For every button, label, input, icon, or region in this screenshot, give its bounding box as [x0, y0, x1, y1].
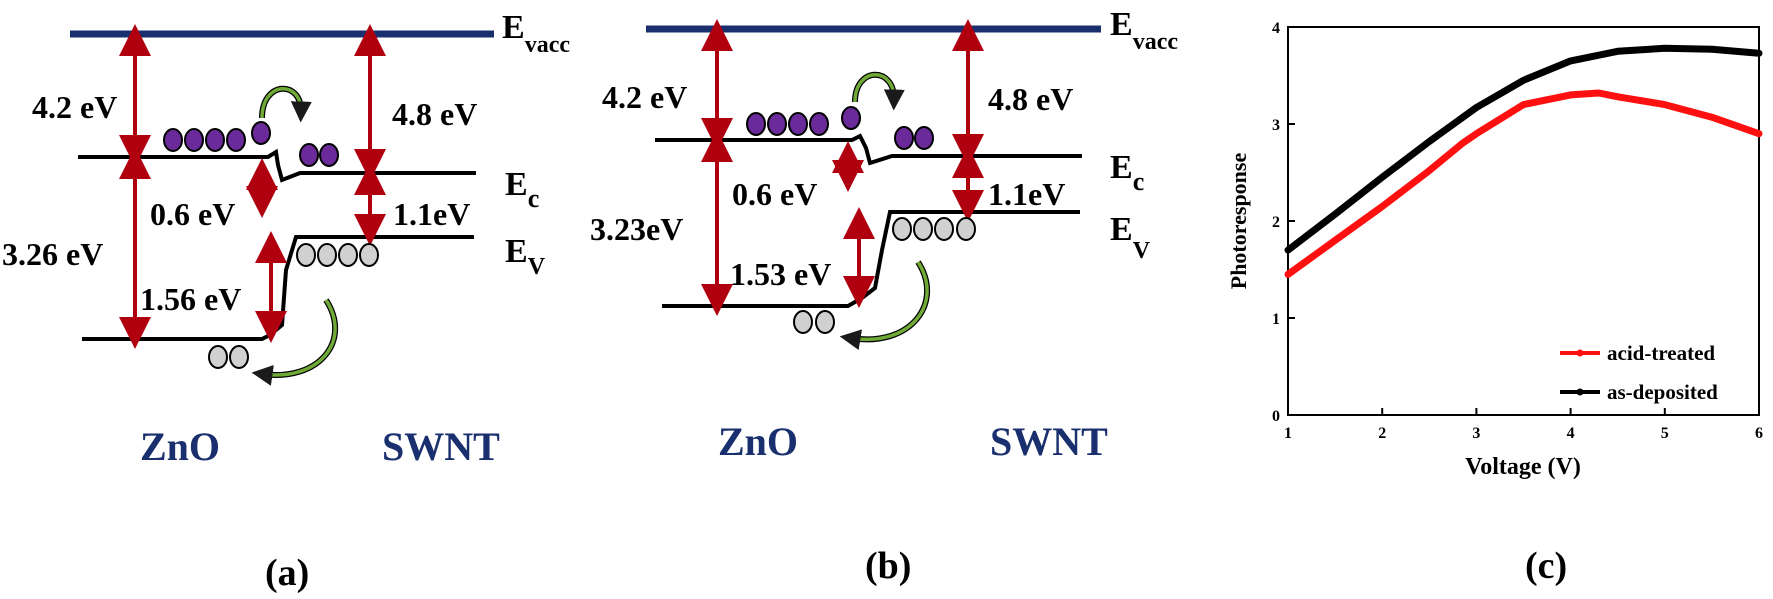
hole-transfer-curl-icon-fill	[251, 299, 337, 386]
electron-transfer-curl-icon-fill	[260, 87, 312, 123]
swnt-valence-band	[662, 210, 1080, 308]
series-group	[1284, 44, 1763, 278]
swnt-holes	[296, 243, 379, 267]
ev-label: EV	[1110, 211, 1151, 264]
legend-marker-acid-treated	[1576, 349, 1584, 357]
label-swnt-gap: 1.1eV	[988, 176, 1065, 212]
data-point-acid-treated	[1473, 130, 1480, 137]
legend-marker-as-deposited	[1576, 388, 1584, 396]
data-point-acid-treated	[1379, 203, 1386, 210]
material-zno: ZnO	[140, 424, 220, 469]
hole-transfer-curl-icon	[849, 260, 931, 343]
data-point-acid-treated	[1459, 140, 1466, 147]
caption-c: (c)	[1525, 545, 1567, 587]
y-tick-label: 3	[1272, 117, 1280, 134]
caption-a: (a)	[265, 552, 309, 594]
label-cb-offset: 0.6 eV	[732, 176, 817, 212]
panel-b-band-diagram: Evacc 4.2 eV 4.8 eV 0.6 eV 1.1	[590, 6, 1178, 587]
hole-transfer-curl-icon-fill	[839, 261, 929, 351]
ec-label: Ec	[1110, 149, 1144, 196]
label-zno-bandgap: 3.26 eV	[2, 236, 103, 272]
data-point-as-deposited	[1285, 247, 1291, 254]
material-swnt: SWNT	[382, 424, 500, 469]
zno-holes	[793, 310, 835, 334]
x-tick-label: 2	[1378, 425, 1386, 442]
data-point-acid-treated	[1285, 271, 1291, 278]
swnt-electrons	[299, 143, 339, 167]
caption-b: (b)	[865, 545, 911, 587]
data-point-acid-treated	[1332, 237, 1339, 244]
data-point-acid-treated	[1567, 91, 1574, 98]
x-axis-title: Voltage (V)	[1465, 454, 1581, 480]
x-tick-label: 4	[1567, 425, 1575, 442]
data-point-as-deposited	[1708, 46, 1715, 53]
label-zno-electron-affinity: 4.2 eV	[32, 89, 117, 125]
x-ticks: 1 2 3 4 5 6	[1284, 408, 1763, 442]
data-point-as-deposited	[1379, 174, 1386, 181]
zno-conduction-band	[78, 148, 476, 183]
data-point-as-deposited	[1520, 77, 1527, 84]
data-point-as-deposited	[1473, 104, 1480, 111]
y-axis-title: Photoresponse	[1226, 153, 1251, 290]
data-point-as-deposited	[1661, 45, 1668, 52]
y-tick-label: 2	[1272, 214, 1280, 231]
data-point-as-deposited	[1332, 211, 1339, 218]
swnt-holes	[892, 217, 976, 241]
legend-label-as-deposited: as-deposited	[1607, 380, 1718, 404]
data-point-as-deposited	[1426, 138, 1433, 145]
label-vb-offset: 1.53 eV	[730, 256, 831, 292]
data-point-as-deposited	[1756, 50, 1762, 57]
material-swnt: SWNT	[990, 419, 1108, 464]
material-zno: ZnO	[718, 419, 798, 464]
electron-transfer-curl-icon-fill	[853, 73, 905, 111]
evacc-label: Evacc	[1110, 6, 1178, 55]
data-point-acid-treated	[1595, 89, 1602, 96]
label-swnt-gap: 1.1eV	[393, 196, 470, 232]
label-zno-bandgap: 3.23eV	[590, 211, 683, 247]
swnt-electrons	[894, 126, 934, 150]
label-zno-electron-affinity: 4.2 eV	[602, 79, 687, 115]
data-point-acid-treated	[1756, 130, 1762, 137]
label-swnt-work-function: 4.8 eV	[988, 81, 1073, 117]
x-tick-label: 1	[1284, 425, 1292, 442]
legend: acid-treated as-deposited	[1560, 341, 1718, 404]
series-line-acid-treated	[1284, 89, 1763, 278]
legend-item-acid-treated: acid-treated	[1560, 341, 1715, 365]
y-ticks: 0 1 2 3 4	[1272, 20, 1295, 425]
zno-electrons	[746, 106, 861, 136]
x-tick-label: 5	[1661, 425, 1669, 442]
data-point-acid-treated	[1520, 101, 1527, 108]
x-tick-label: 3	[1472, 425, 1480, 442]
zno-conduction-band	[655, 133, 1082, 166]
y-tick-label: 1	[1272, 311, 1280, 328]
legend-item-as-deposited: as-deposited	[1560, 380, 1718, 404]
data-point-acid-treated	[1708, 114, 1715, 121]
data-point-acid-treated	[1614, 93, 1621, 100]
data-point-as-deposited	[1567, 57, 1574, 64]
zno-electrons	[163, 121, 271, 152]
label-vb-offset: 1.56 eV	[140, 281, 241, 317]
legend-label-acid-treated: acid-treated	[1607, 341, 1715, 365]
label-swnt-work-function: 4.8 eV	[392, 96, 477, 132]
data-point-as-deposited	[1614, 48, 1621, 55]
x-tick-label: 6	[1755, 425, 1763, 442]
label-cb-offset: 0.6 eV	[150, 196, 235, 232]
ec-label: Ec	[505, 166, 539, 213]
panel-a-band-diagram: Evacc 4.2 eV	[2, 9, 570, 594]
y-tick-label: 0	[1272, 408, 1280, 425]
ev-label: EV	[505, 233, 546, 280]
evacc-label: Evacc	[502, 9, 570, 58]
zno-holes	[208, 345, 249, 369]
data-point-acid-treated	[1426, 167, 1433, 174]
data-point-acid-treated	[1661, 101, 1668, 108]
y-tick-label: 4	[1272, 20, 1280, 37]
